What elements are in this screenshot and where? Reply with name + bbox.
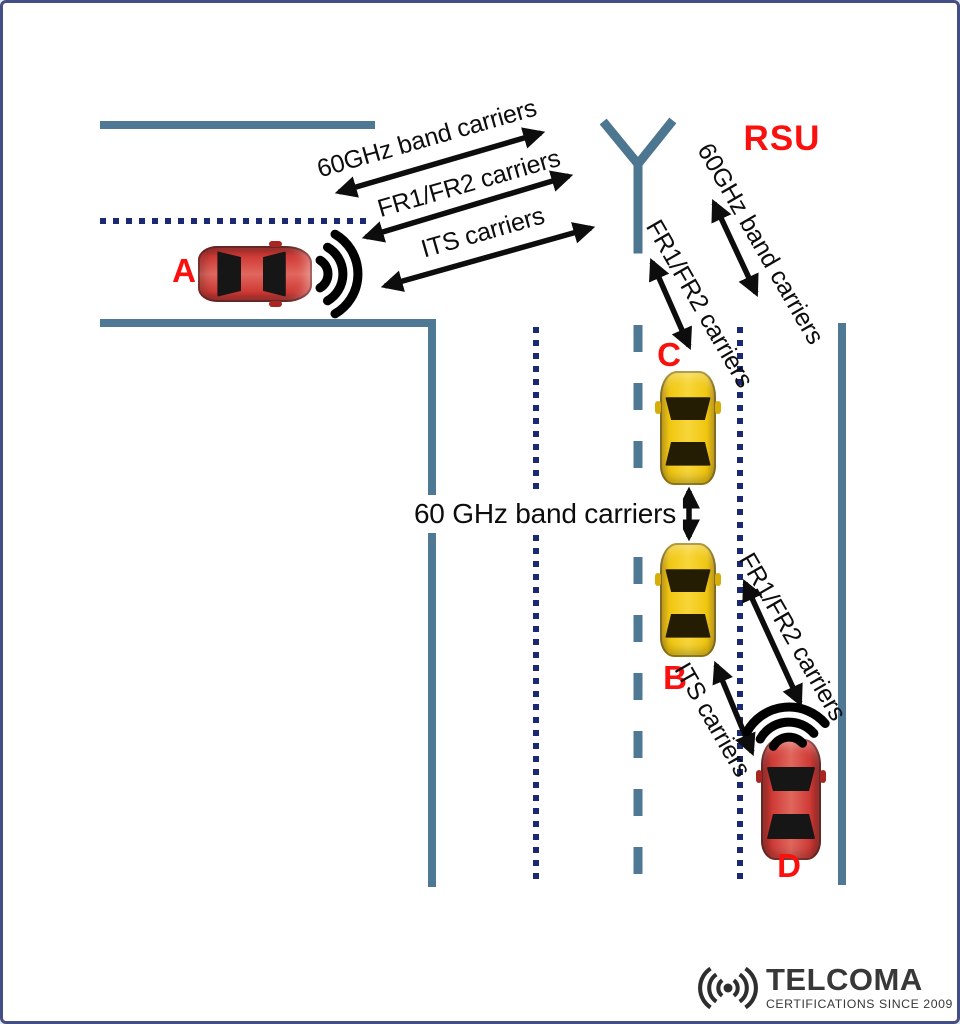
- car-c-mirror: [655, 400, 661, 414]
- car-a-windshield: [263, 250, 286, 298]
- car-b-body: [660, 543, 716, 657]
- telcoma-logo: TELCOMA CERTIFICATIONS SINCE 2009: [694, 961, 953, 1015]
- car-b-label: B: [663, 659, 687, 696]
- car-a-mirror: [269, 241, 283, 247]
- link-label-c-b-60ghz: 60 GHz band carriers: [406, 495, 684, 533]
- car-b-rear-window: [665, 613, 711, 638]
- car-c-rear-window: [665, 441, 711, 466]
- radio-waves-icon: [698, 966, 758, 1010]
- car-d-mirror: [820, 770, 826, 784]
- car-b-mirror: [655, 572, 661, 586]
- rsu-label: RSU: [743, 119, 821, 158]
- lane-lines-dotted: [100, 218, 743, 883]
- car-a-rear-window: [217, 250, 241, 298]
- car-b: [655, 543, 721, 657]
- car-a-mirror: [269, 301, 283, 307]
- car-c-mirror: [715, 400, 721, 414]
- car-a-body: [198, 246, 312, 302]
- link-label-d-b-fr1fr2: FR1/FR2 carriers: [733, 548, 852, 726]
- car-c: [655, 371, 721, 485]
- car-a: [198, 241, 312, 307]
- car-d: [756, 739, 826, 860]
- brand-tagline: CERTIFICATIONS SINCE 2009: [766, 996, 953, 1011]
- car-a-label: A: [172, 252, 196, 289]
- car-d-windshield: [766, 766, 816, 792]
- carrier-arrows: [334, 127, 803, 757]
- car-d-rear-window: [766, 814, 816, 840]
- road-edge-corner: [100, 319, 436, 887]
- car-c-windshield: [665, 397, 711, 421]
- link-label-a-rsu-its: ITS carriers: [418, 201, 548, 264]
- car-d-mirror: [756, 770, 762, 784]
- car-b-windshield: [665, 569, 711, 593]
- link-label-b-d-its: ITS carriers: [668, 657, 757, 782]
- car-b-mirror: [715, 572, 721, 586]
- car-d-label: D: [777, 847, 801, 884]
- car-d-body: [761, 739, 821, 860]
- car-a-signal-arcs-icon: [315, 229, 363, 319]
- car-c-label: C: [657, 336, 681, 373]
- brand-name: TELCOMA: [766, 961, 923, 997]
- car-c-body: [660, 371, 716, 485]
